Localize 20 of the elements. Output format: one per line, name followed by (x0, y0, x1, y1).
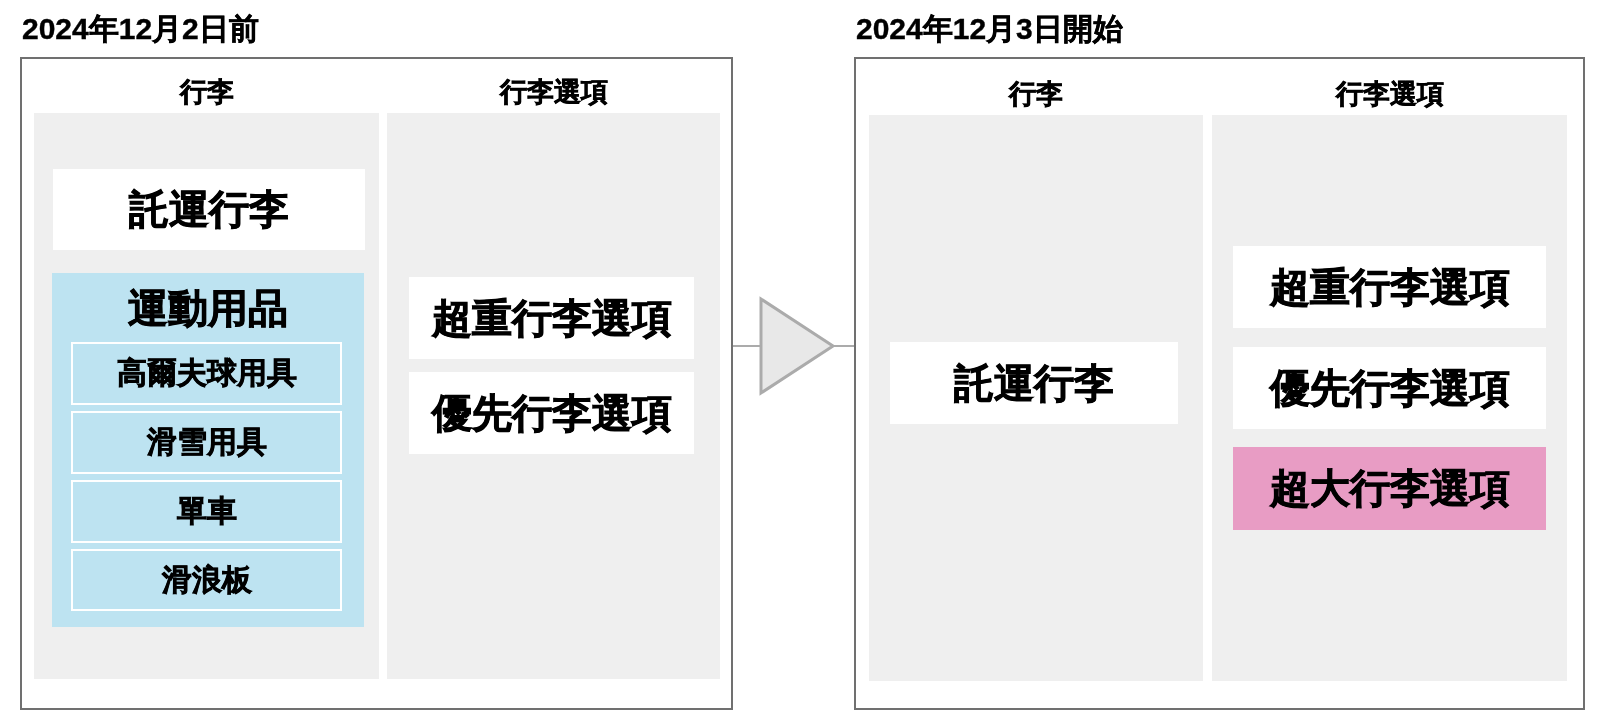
luggage-card: 優先行李選項 (1233, 347, 1546, 429)
luggage-card: 超重行李選項 (409, 277, 694, 359)
highlighted-card: 超大行李選項 (1233, 447, 1546, 530)
luggage-card: 超重行李選項 (1233, 246, 1546, 328)
luggage-card: 託運行李 (890, 342, 1178, 424)
sub-item-card: 單車 (71, 480, 342, 543)
sub-item-card: 高爾夫球用具 (71, 342, 342, 405)
column-header: 行李選項 (1335, 78, 1444, 110)
sub-item-card: 滑浪板 (71, 549, 342, 611)
luggage-card: 優先行李選項 (409, 372, 694, 454)
group-heading: 運動用品 (128, 285, 288, 331)
panel-title: 2024年12月3日開始 (856, 11, 1123, 47)
column-header: 行李 (179, 76, 234, 108)
panel-title: 2024年12月2日前 (22, 11, 259, 47)
column-header: 行李 (1009, 78, 1063, 110)
sub-item-card: 滑雪用具 (71, 411, 342, 474)
triangle-arrow (732, 297, 855, 395)
category-group (52, 273, 364, 627)
column-header: 行李選項 (499, 76, 608, 108)
luggage-card: 託運行李 (53, 169, 365, 250)
